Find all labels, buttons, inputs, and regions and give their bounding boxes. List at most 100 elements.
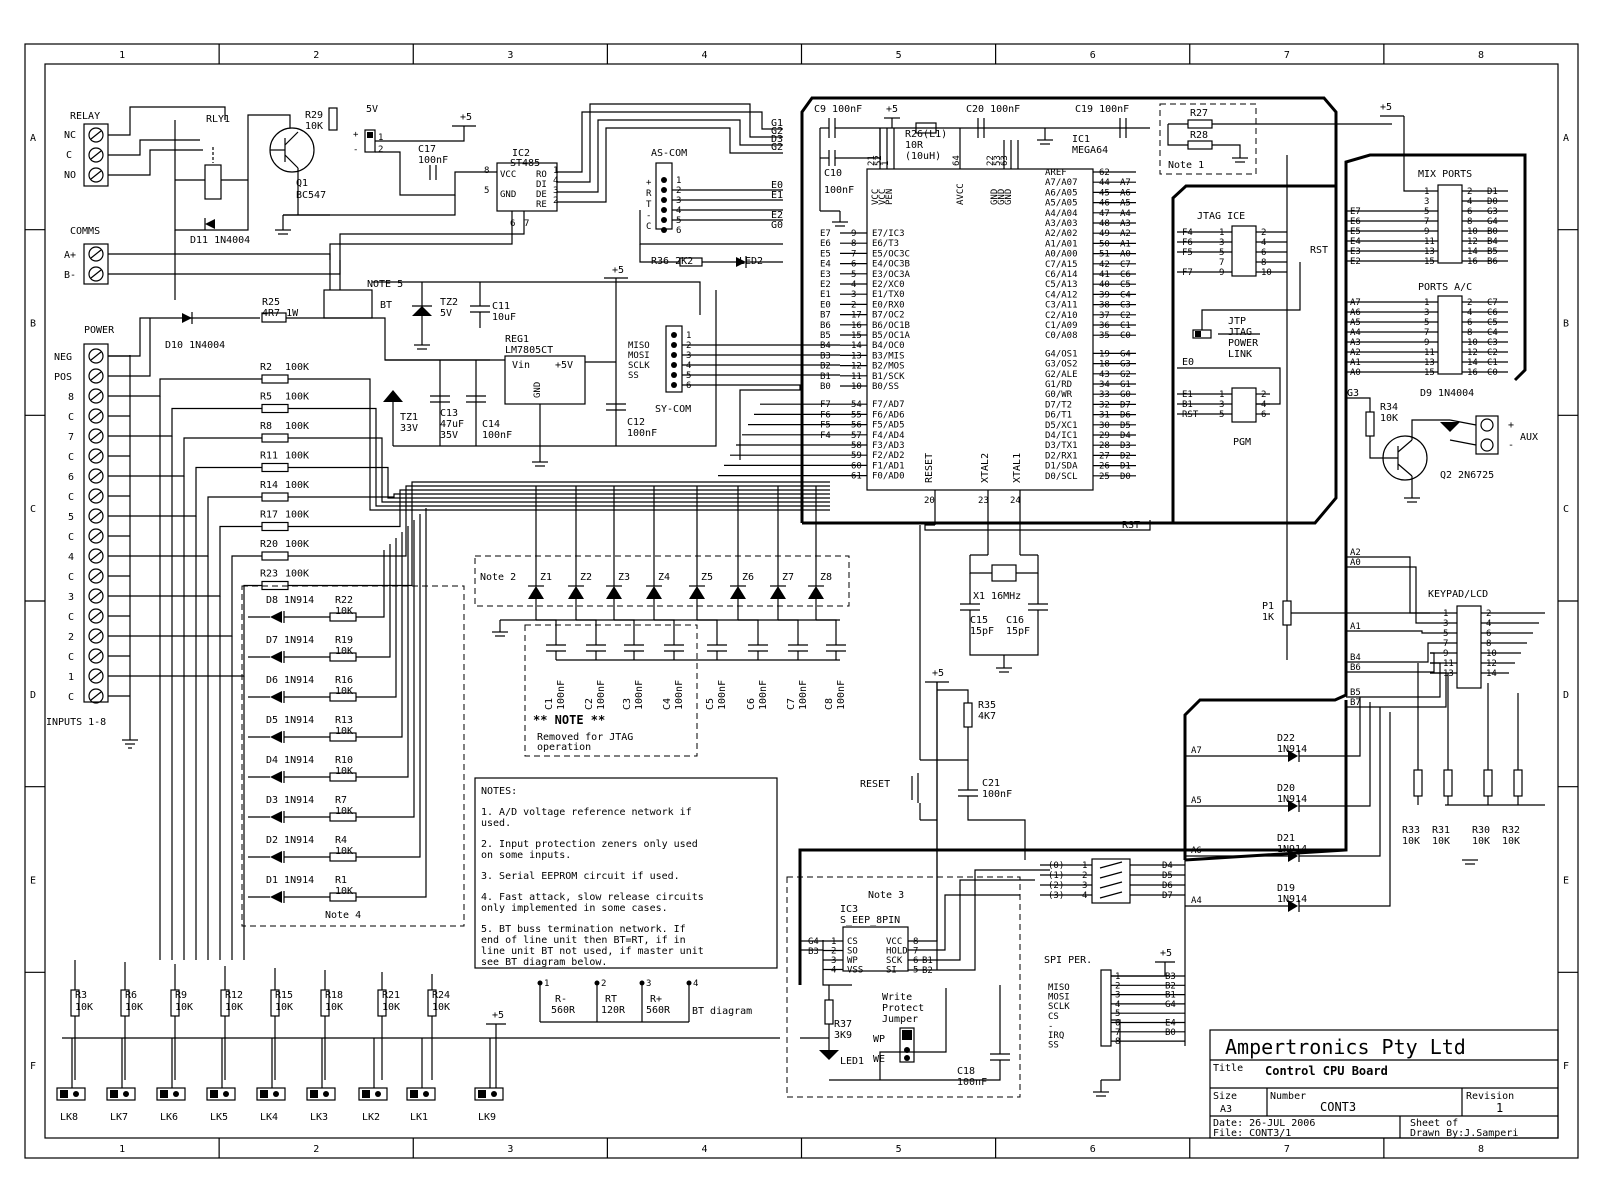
ic1-right-pin-num: 26: [1099, 462, 1110, 472]
zener-cap-value: 100nF: [836, 680, 847, 710]
ic1-left-net: E6: [820, 239, 831, 249]
link-label: LK5: [210, 1112, 228, 1123]
ic3-pin-left: CS: [847, 937, 858, 947]
row-marker-left: B: [30, 319, 36, 330]
ic1-right-pin: D2/RX1: [1045, 451, 1078, 461]
bt-res-value: 560R: [551, 1005, 576, 1016]
ports-ac-net-right: C0: [1487, 368, 1498, 378]
input-resistor-ref: R17: [260, 510, 278, 521]
pulldown-ref: R18: [325, 990, 343, 1001]
rs485-section: 5V 12 +- +5 C17 100nF IC2 ST485 VCC GND …: [275, 103, 783, 350]
r34-value: 10K: [1380, 413, 1398, 424]
spi-net: G4: [1165, 1000, 1176, 1010]
ic1-right-pin-num: 25: [1099, 472, 1110, 482]
reset-button-label[interactable]: RESET: [860, 779, 890, 790]
ic1-left-pin-num: 10: [851, 382, 862, 392]
keypad-res-ref: R31: [1432, 825, 1450, 836]
jtag-header: [1231, 225, 1257, 277]
ic1-left-pin-num: 4: [851, 280, 856, 290]
led2-symbol: [736, 257, 746, 267]
c14-value: 100nF: [482, 430, 512, 441]
zener-symbol: [606, 586, 622, 599]
link-pin: [323, 1091, 329, 1097]
zener-cap-ref: C5: [705, 698, 716, 710]
ic1-right-pin-num: 32: [1099, 400, 1110, 410]
d9-diode-symbol: [1440, 422, 1460, 432]
ic1-right-pin-num: 38: [1099, 301, 1110, 311]
aux-plus: +: [1508, 420, 1514, 431]
pulldown-value: 10K: [382, 1002, 400, 1013]
svg-text:23: 23: [978, 496, 989, 506]
note4-diode-label: D8 1N914: [266, 595, 314, 606]
p1-value: 1K: [1262, 612, 1274, 623]
ic1-left-net: B3: [820, 351, 831, 361]
terminal-screw-icon: [88, 648, 104, 664]
ic1-left-pin: E1/TX0: [872, 290, 905, 300]
ic1-left-pin: E5/OC3C: [872, 249, 910, 259]
ic1-right-pin: A1/A01: [1045, 239, 1078, 249]
note-line: line unit BT not used, if master unit: [481, 946, 704, 957]
ports_ac-pin-num-left: 15: [1424, 368, 1435, 378]
ic1-right-pin: C3/A11: [1045, 301, 1078, 311]
zener-cap-value: 100nF: [758, 680, 769, 710]
ic1-right-net: G3: [1120, 360, 1131, 370]
keypad-pulldown-resistor: [1443, 769, 1453, 797]
note-line: 2. Input protection zeners only used: [481, 839, 698, 850]
ic3-eeprom-chip: [842, 926, 909, 972]
ic1-right-pin: D7/T2: [1045, 400, 1072, 410]
ic1-left-pin: B6/OC1B: [872, 321, 910, 331]
ic1-pin-xtal2: XTAL2: [980, 453, 991, 483]
ic1-right-pin: C0/A08: [1045, 331, 1078, 341]
dip-switch-body[interactable]: [1091, 858, 1131, 904]
ports-ac-net-right: C7: [1487, 298, 1498, 308]
note4-res-value: 10K: [335, 886, 353, 897]
note4-diode-symbol: [270, 851, 282, 863]
ports-ac-net-right: C6: [1487, 308, 1498, 318]
keypad-pin-num-right: 8: [1486, 639, 1491, 649]
tz1-symbol: [383, 390, 403, 402]
comms-pin-b: B-: [64, 270, 76, 281]
ic1-right-net: G4: [1120, 349, 1131, 359]
link-pin: [491, 1091, 497, 1097]
note-line: used.: [481, 818, 511, 829]
note4-diode-label: D2 1N914: [266, 835, 314, 846]
title-block: Ampertronics Pty Ltd Title Control CPU B…: [1209, 1029, 1559, 1139]
terminal-screw-icon: [88, 448, 104, 464]
svg-text:3: 3: [553, 186, 558, 196]
mix_ports-pin-num-right: 14: [1467, 247, 1478, 257]
spi-net: E4: [1165, 1019, 1176, 1029]
keypad-pulldown-resistor: [1483, 769, 1493, 797]
bt-node-num: 3: [646, 979, 651, 989]
ports_ac-pin-num-left: 5: [1424, 318, 1429, 328]
svg-text:5: 5: [484, 186, 489, 196]
terminal-screw-icon: [88, 668, 104, 684]
ic1-top-pin: GND: [990, 189, 1000, 205]
note4-diode-label: D3 1N914: [266, 795, 314, 806]
r37-value: 3K9: [834, 1030, 852, 1041]
c9-label: C9 100nF: [814, 104, 862, 115]
ic1-left-net: B1: [820, 372, 831, 382]
ic1-left-pin-num: 57: [851, 431, 862, 441]
jtp-line1: JTP: [1228, 316, 1246, 327]
ports_ac-net-left: A3: [1350, 338, 1361, 348]
note3-label: Note 3: [868, 890, 904, 901]
pgm-net-e0: E0: [1182, 357, 1194, 368]
dip-pin-num: 2: [1082, 871, 1087, 881]
ic1-right-pin: A5/A05: [1045, 199, 1078, 209]
link-pin: [110, 1090, 118, 1098]
svg-text:4: 4: [553, 176, 558, 186]
keypad-diode-symbol: [1288, 750, 1298, 762]
note4-label: Note 4: [325, 910, 361, 921]
wp-jumper-header[interactable]: [899, 1027, 915, 1063]
link-pin: [375, 1091, 381, 1097]
ic1-left-net: B5: [820, 331, 831, 341]
zener-cap-ref: C8: [824, 698, 835, 710]
keypad-header: [1456, 605, 1482, 689]
ports_ac-net-left: A5: [1350, 318, 1361, 328]
ic3-net-right: B2: [922, 966, 933, 976]
keypad-pin-num-right: 4: [1486, 619, 1491, 629]
tz2-value: 5V: [440, 308, 452, 319]
jtag-pin-num-right: 6: [1261, 248, 1266, 258]
zener-label: Z5: [701, 572, 713, 583]
